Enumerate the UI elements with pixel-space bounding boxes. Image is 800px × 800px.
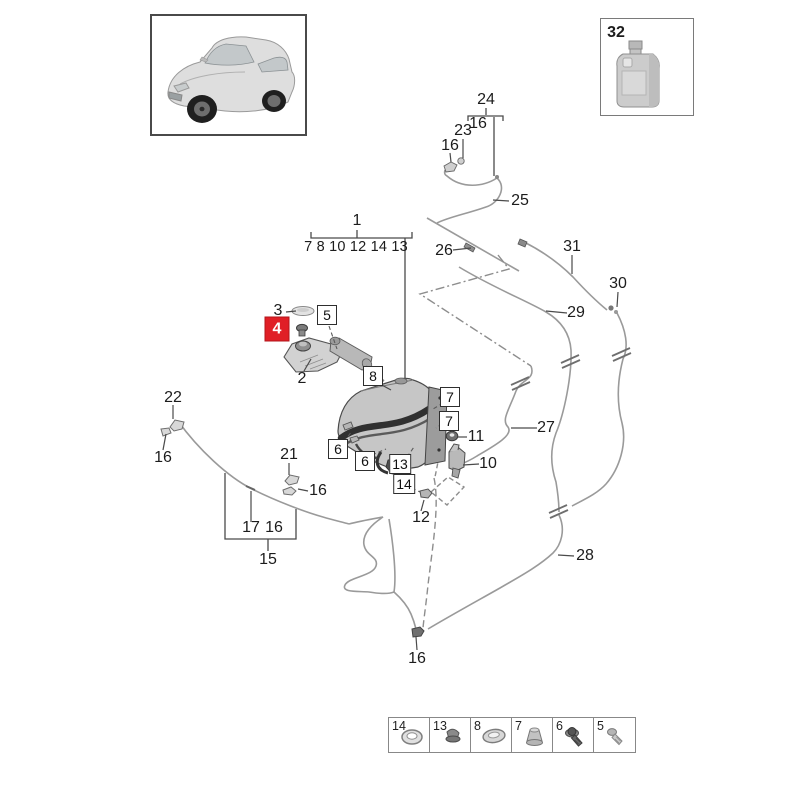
callout-17[interactable]: 17: [242, 519, 260, 536]
clip-22: [169, 419, 185, 432]
callout-14-boxed[interactable]: 14: [393, 474, 415, 494]
group-1-bracket: [310, 230, 413, 378]
cap-nut-icon: [445, 728, 461, 743]
callout-16-group15[interactable]: 16: [265, 519, 283, 536]
callout-27[interactable]: 27: [537, 419, 555, 436]
pump-bracket-part-2: [283, 337, 343, 373]
hose-25: [436, 177, 503, 224]
vehicle-thumbnail-box[interactable]: [150, 14, 307, 136]
grommet-ring-icon: [401, 729, 423, 745]
callout-21[interactable]: 21: [280, 446, 298, 463]
callout-13-boxed[interactable]: 13: [389, 454, 411, 474]
callout-11[interactable]: 11: [467, 428, 485, 445]
clip-16-left: [160, 427, 172, 437]
callout-32[interactable]: 32: [607, 24, 625, 41]
hose-29: [458, 266, 572, 513]
panel-outline: [343, 516, 417, 630]
hose-26: [426, 217, 520, 272]
callout-7-boxed-b[interactable]: 7: [439, 411, 459, 431]
clip-21: [284, 474, 300, 486]
group-1-members: 7 8 10 12 14 13: [304, 238, 408, 255]
callout-16-group24[interactable]: 16: [469, 115, 487, 132]
callout-28[interactable]: 28: [576, 547, 594, 564]
callout-23[interactable]: 23: [454, 122, 472, 139]
legend-cell-7[interactable]: 7: [512, 718, 553, 752]
grommet-part-11: [445, 430, 459, 442]
panel-outline-prong: [388, 518, 396, 593]
oval-grommet-icon: [482, 728, 506, 744]
clip-12: [419, 488, 433, 499]
hose-30: [571, 312, 627, 507]
cap-and-grommet: [291, 306, 315, 337]
callout-6-boxed-a[interactable]: 6: [328, 439, 348, 459]
hose-15: [177, 420, 350, 525]
hose-clips: [160, 419, 433, 638]
legend-num-13: 13: [433, 719, 447, 733]
callout-24[interactable]: 24: [477, 91, 495, 108]
hose-connectors: [245, 175, 618, 491]
legend-num-5: 5: [597, 719, 604, 733]
callout-16-left[interactable]: 16: [154, 449, 172, 466]
leader-lines: [162, 139, 619, 651]
callout-22[interactable]: 22: [164, 389, 182, 406]
callout-12[interactable]: 12: [412, 509, 430, 526]
hose-27: [458, 365, 533, 466]
clip-16-bottom: [411, 626, 425, 638]
legend-cell-6[interactable]: 6: [553, 718, 594, 752]
group-24-bracket: [467, 108, 504, 176]
legend-num-14: 14: [392, 719, 406, 733]
screw-washer-icon: [565, 727, 583, 747]
hose-28: [427, 514, 564, 630]
legend-cell-8[interactable]: 8: [471, 718, 512, 752]
fluid-bottle-illustration: [616, 40, 660, 108]
legend-cell-13[interactable]: 13: [430, 718, 471, 752]
callout-31[interactable]: 31: [563, 238, 581, 255]
legend-cell-5[interactable]: 5: [594, 718, 635, 752]
legend-cell-14[interactable]: 14: [389, 718, 430, 752]
group-15-bracket: [224, 473, 297, 551]
callout-1[interactable]: 1: [352, 212, 362, 229]
callout-10[interactable]: 10: [479, 455, 497, 472]
suv-illustration: [167, 36, 296, 123]
callout-29[interactable]: 29: [567, 304, 585, 321]
hose-break-marks: [510, 347, 632, 519]
callout-5-boxed[interactable]: 5: [317, 305, 337, 325]
legend-num-7: 7: [515, 719, 522, 733]
callout-15[interactable]: 15: [259, 551, 277, 568]
callout-26[interactable]: 26: [435, 242, 453, 259]
pump-part-10: [448, 443, 466, 479]
fastener-legend: 14 13 8 7: [388, 717, 636, 753]
fluid-bottle-box[interactable]: [600, 18, 694, 116]
legend-num-6: 6: [556, 719, 563, 733]
plug-cap-icon: [526, 727, 543, 746]
legend-num-8: 8: [474, 719, 481, 733]
routing-phantom-lines: [418, 254, 532, 629]
callout-4-highlighted[interactable]: 4: [264, 316, 290, 342]
hose-31: [523, 241, 608, 311]
callout-8-boxed[interactable]: 8: [363, 366, 383, 386]
washer-jet-parts: [443, 157, 465, 173]
clip-16-mid: [282, 486, 297, 496]
callout-2[interactable]: 2: [297, 370, 307, 387]
callout-30[interactable]: 30: [609, 275, 627, 292]
callout-3[interactable]: 3: [273, 302, 283, 319]
callout-16-bottom[interactable]: 16: [408, 650, 426, 667]
callout-6-boxed-b[interactable]: 6: [355, 451, 375, 471]
callout-16-mid[interactable]: 16: [309, 482, 327, 499]
callout-25[interactable]: 25: [511, 192, 529, 209]
screw-icon: [607, 728, 623, 746]
callout-7-boxed-a[interactable]: 7: [440, 387, 460, 407]
hose-nozzle: [443, 169, 498, 187]
callout-16-nozzle[interactable]: 16: [441, 137, 459, 154]
